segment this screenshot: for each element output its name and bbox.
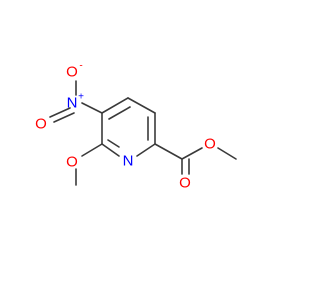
bond-nitro-n-o-left-b [53,112,75,123]
bond-carbonyl-c-ester-o [181,147,203,160]
bond-c2-methoxy-o [81,143,103,157]
ring-nitrogen: N [123,153,134,170]
nitro-oxygen-top: O [66,64,78,81]
nitro-oxygen-charge: - [79,61,82,72]
bond-c3-nitro-n [81,102,103,114]
nitro-oxygen-left: O [35,116,47,133]
bond-nitro-n-o-left-a [49,107,71,118]
methoxy-oxygen: O [66,154,78,171]
molecule-structure: O - N + O O N O O [35,61,237,192]
bond-c4-c5 [127,97,156,114]
bonds [49,80,237,186]
bond-ester-o-ch3 [217,147,237,160]
structure-canvas: O - N + O O N O O [35,60,237,192]
bond-n1-c2-inner [107,139,120,148]
bond-c6-carbonyl-c [154,143,183,160]
bond-c3-c4-inner [108,106,131,120]
ester-oxygen: O [204,136,216,153]
bond-n1-c2 [101,143,120,157]
atom-labels: O - N + O O N O O [35,61,216,192]
nitro-nitrogen-charge: + [78,92,84,103]
carbonyl-oxygen: O [179,175,191,192]
nitro-nitrogen: N [67,95,78,112]
bond-c6-n1 [136,143,156,157]
bond-c3-c4 [101,97,129,114]
